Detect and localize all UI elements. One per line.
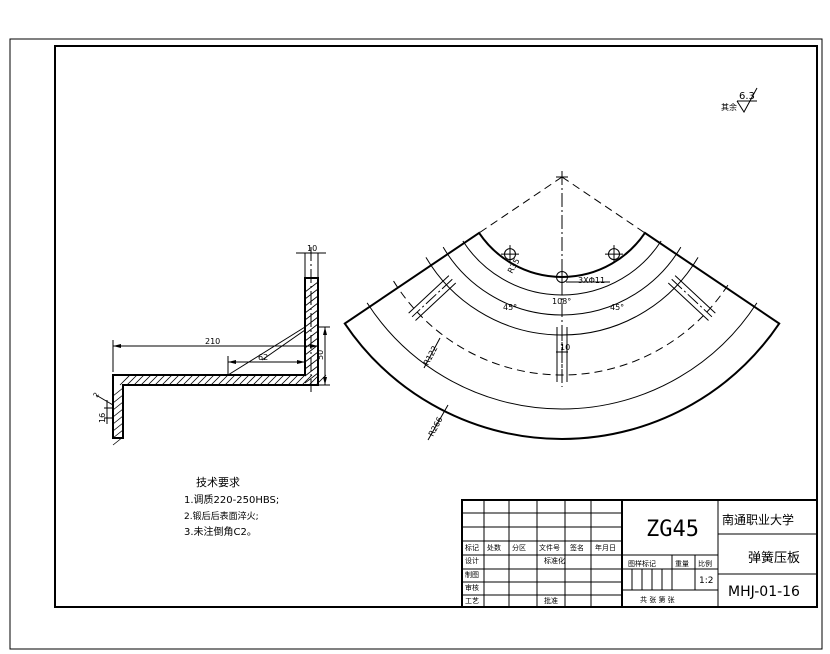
tb-h-mark: 标记 [465, 543, 479, 552]
sector-outline [343, 231, 781, 441]
tb-h-process: 工艺 [465, 597, 479, 605]
tb-drawing-no: MHJ-01-16 [728, 584, 800, 600]
tb-scale: 1:2 [699, 576, 713, 586]
outer-frame [9, 38, 823, 650]
tb-h-ratio: 比例 [698, 559, 712, 568]
tb-h-docno: 文件号 [539, 543, 560, 552]
tb-h-check: 审核 [465, 583, 479, 592]
roughness-label: 其余 [721, 102, 737, 112]
roughness-symbol: 其余 6.3 [721, 87, 758, 113]
tb-h-drawing: 制图 [465, 570, 479, 579]
side-view: 210 62 50 10 16 2 [92, 244, 330, 446]
title-block: ZG45 南通职业大学 弹簧压板 MHJ-01-16 1:2 标记 处数 分区 … [461, 499, 818, 608]
roughness-value: 6.3 [739, 91, 755, 102]
section-hatching [112, 281, 327, 446]
tech-item-3: 3.未注倒角C2。 [184, 525, 257, 538]
tb-h-approve: 批准 [544, 596, 558, 605]
dim-r122: R122 [422, 344, 440, 367]
tech-requirements: 技术要求 1.调质220-250HBS; 2.锻后后表面淬火; 3.未注倒角C2… [184, 476, 279, 538]
dim-210: 210 [205, 337, 220, 346]
tb-h-count: 处数 [487, 543, 501, 552]
tb-material: ZG45 [646, 517, 699, 542]
dim-holes: 3XΦ11 [578, 276, 605, 285]
dim-angle-108: 108° [552, 297, 571, 306]
tech-item-2: 2.锻后后表面淬火; [184, 510, 259, 522]
tech-title: 技术要求 [196, 476, 240, 489]
tb-h-date: 年月日 [595, 543, 616, 552]
dim-16: 16 [98, 413, 107, 423]
dim-50: 50 [316, 350, 325, 360]
tb-h-sheets: 共 张 第 张 [640, 595, 675, 604]
tech-item-1: 1.调质220-250HBS; [184, 494, 279, 506]
dim-2: 2 [92, 391, 101, 399]
dim-angle-45-right: 45° [610, 303, 624, 312]
tb-h-zone: 分区 [512, 543, 526, 552]
dim-10-slot: 10 [560, 343, 570, 352]
dim-angle-45-left: 45° [503, 303, 517, 312]
top-view: R35 3XΦ11 108° 45° 45° 10 R122 R266 [343, 171, 781, 441]
tb-h-design: 设计 [465, 556, 479, 565]
tb-h-std: 标准化 [544, 556, 565, 565]
dim-10-top: 10 [307, 244, 317, 253]
tb-school: 南通职业大学 [722, 512, 794, 527]
tb-h-stage: 图样标记 [628, 559, 656, 568]
tb-h-sign: 签名 [570, 543, 584, 552]
dim-62: 62 [258, 353, 268, 362]
tb-part-name: 弹簧压板 [748, 550, 800, 566]
side-profile [112, 277, 319, 439]
inner-frame [54, 45, 818, 608]
tb-h-weight: 重量 [675, 560, 689, 568]
dim-r266: R266 [427, 415, 445, 438]
